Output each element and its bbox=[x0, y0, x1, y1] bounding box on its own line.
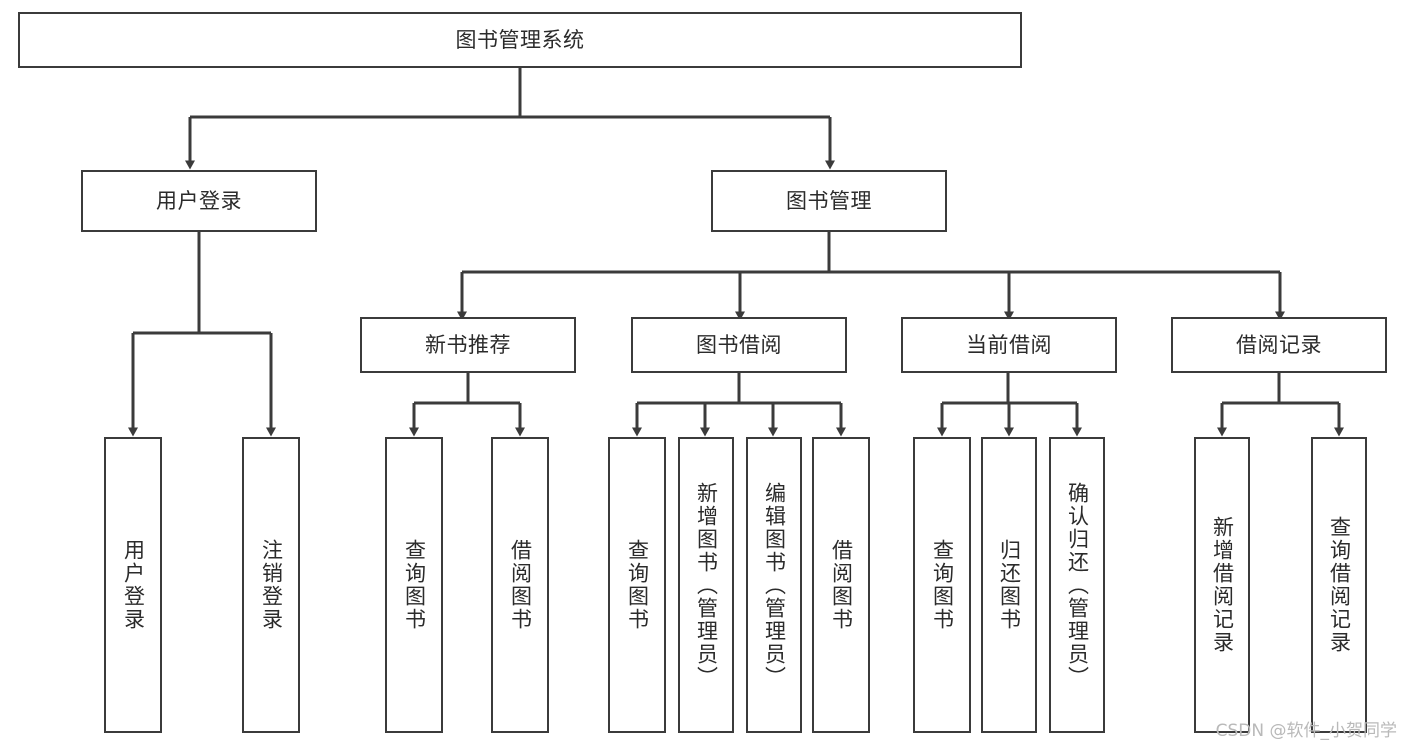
node-leaf-borrow-book-2[interactable]: 借阅图书 bbox=[812, 437, 870, 733]
node-leaf-query-borrow-record[interactable]: 查询借阅记录 bbox=[1311, 437, 1367, 733]
node-leaf-query-book-1[interactable]: 查询图书 bbox=[385, 437, 443, 733]
node-book-borrow[interactable]: 图书借阅 bbox=[631, 317, 847, 373]
node-leaf-query-book-2[interactable]: 查询图书 bbox=[608, 437, 666, 733]
node-leaf-query-book-2-label: 查询图书 bbox=[625, 539, 650, 631]
node-borrow-record[interactable]: 借阅记录 bbox=[1171, 317, 1387, 373]
node-leaf-user-login-label: 用户登录 bbox=[121, 539, 146, 631]
node-leaf-add-book-label: 新增图书（管理员） bbox=[694, 481, 719, 689]
node-borrow-record-label: 借阅记录 bbox=[1236, 332, 1322, 357]
node-leaf-add-book[interactable]: 新增图书（管理员） bbox=[678, 437, 734, 733]
node-leaf-return-book-label: 归还图书 bbox=[997, 539, 1022, 631]
node-leaf-borrow-book-1-label: 借阅图书 bbox=[508, 539, 533, 631]
node-leaf-confirm-return-label: 确认归还（管理员） bbox=[1065, 481, 1090, 689]
node-user-login[interactable]: 用户登录 bbox=[81, 170, 317, 232]
node-new-book-recommend[interactable]: 新书推荐 bbox=[360, 317, 576, 373]
node-leaf-add-borrow-record[interactable]: 新增借阅记录 bbox=[1194, 437, 1250, 733]
node-leaf-user-logout[interactable]: 注销登录 bbox=[242, 437, 300, 733]
node-leaf-query-book-1-label: 查询图书 bbox=[402, 539, 427, 631]
node-leaf-add-borrow-record-label: 新增借阅记录 bbox=[1210, 516, 1235, 654]
node-leaf-edit-book[interactable]: 编辑图书（管理员） bbox=[746, 437, 802, 733]
node-leaf-query-borrow-record-label: 查询借阅记录 bbox=[1327, 516, 1352, 654]
node-leaf-borrow-book-1[interactable]: 借阅图书 bbox=[491, 437, 549, 733]
node-root[interactable]: 图书管理系统 bbox=[18, 12, 1022, 68]
node-book-manage-label: 图书管理 bbox=[786, 188, 872, 213]
node-leaf-confirm-return[interactable]: 确认归还（管理员） bbox=[1049, 437, 1105, 733]
node-user-login-label: 用户登录 bbox=[156, 188, 242, 213]
node-leaf-user-logout-label: 注销登录 bbox=[259, 539, 284, 631]
node-leaf-edit-book-label: 编辑图书（管理员） bbox=[762, 481, 787, 689]
node-current-borrow[interactable]: 当前借阅 bbox=[901, 317, 1117, 373]
node-leaf-query-book-3[interactable]: 查询图书 bbox=[913, 437, 971, 733]
node-current-borrow-label: 当前借阅 bbox=[966, 332, 1052, 357]
node-book-borrow-label: 图书借阅 bbox=[696, 332, 782, 357]
node-leaf-borrow-book-2-label: 借阅图书 bbox=[829, 539, 854, 631]
node-leaf-query-book-3-label: 查询图书 bbox=[930, 539, 955, 631]
node-leaf-return-book[interactable]: 归还图书 bbox=[981, 437, 1037, 733]
node-leaf-user-login[interactable]: 用户登录 bbox=[104, 437, 162, 733]
node-book-manage[interactable]: 图书管理 bbox=[711, 170, 947, 232]
node-root-label: 图书管理系统 bbox=[455, 27, 585, 52]
node-new-book-recommend-label: 新书推荐 bbox=[425, 332, 511, 357]
